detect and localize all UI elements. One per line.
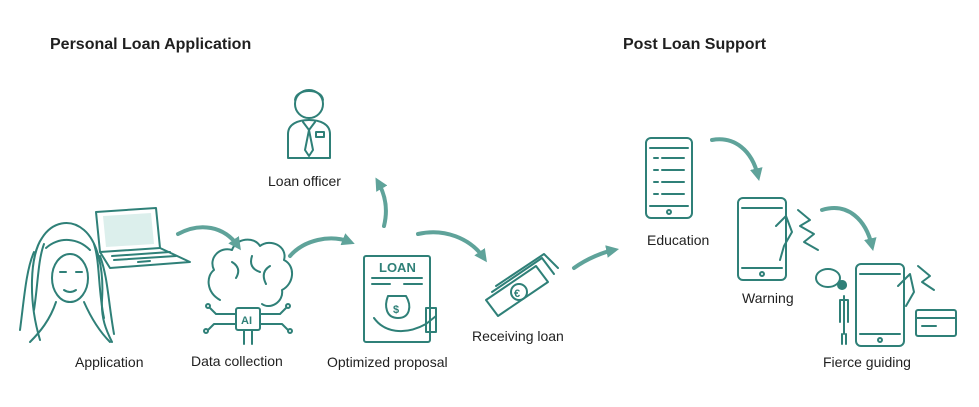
ai-chip-text: AI [241, 315, 252, 327]
step-label-application: Application [75, 354, 144, 370]
phone-checklist-icon [645, 137, 693, 219]
loan-document-icon: LOAN $ [363, 255, 437, 343]
arrow-icon [416, 230, 487, 263]
flow-arrows [176, 137, 877, 270]
woman-portrait-icon [19, 222, 115, 343]
loan-officer-icon [287, 89, 331, 159]
ai-brain-icon: AI [203, 238, 293, 345]
arrow-icon [572, 245, 620, 270]
currency-symbol: € [514, 288, 520, 300]
step-label-receiving-loan: Receiving loan [472, 328, 564, 344]
step-label-loan-officer: Loan officer [268, 173, 341, 189]
step-label-data-collection: Data collection [191, 353, 283, 369]
step-label-optimized-proposal: Optimized proposal [327, 354, 448, 370]
arrow-icon [176, 225, 241, 251]
step-label-education: Education [647, 232, 710, 248]
step-label-fierce-guiding: Fierce guiding [823, 354, 911, 370]
laptop-icon [95, 207, 191, 269]
phone-guiding-icon [815, 263, 957, 347]
arrow-icon [820, 206, 877, 251]
arrow-icon [375, 177, 388, 228]
loan-document-heading: LOAN [379, 260, 416, 275]
arrow-icon [710, 137, 763, 181]
money-symbol: $ [393, 304, 399, 316]
step-label-warning: Warning [742, 290, 794, 306]
personal-loan-title: Personal Loan Application [50, 36, 252, 53]
arrow-icon [288, 233, 355, 258]
post-loan-title: Post Loan Support [623, 36, 767, 53]
phone-warning-icon [737, 197, 819, 281]
banknotes-icon: € [485, 253, 559, 317]
